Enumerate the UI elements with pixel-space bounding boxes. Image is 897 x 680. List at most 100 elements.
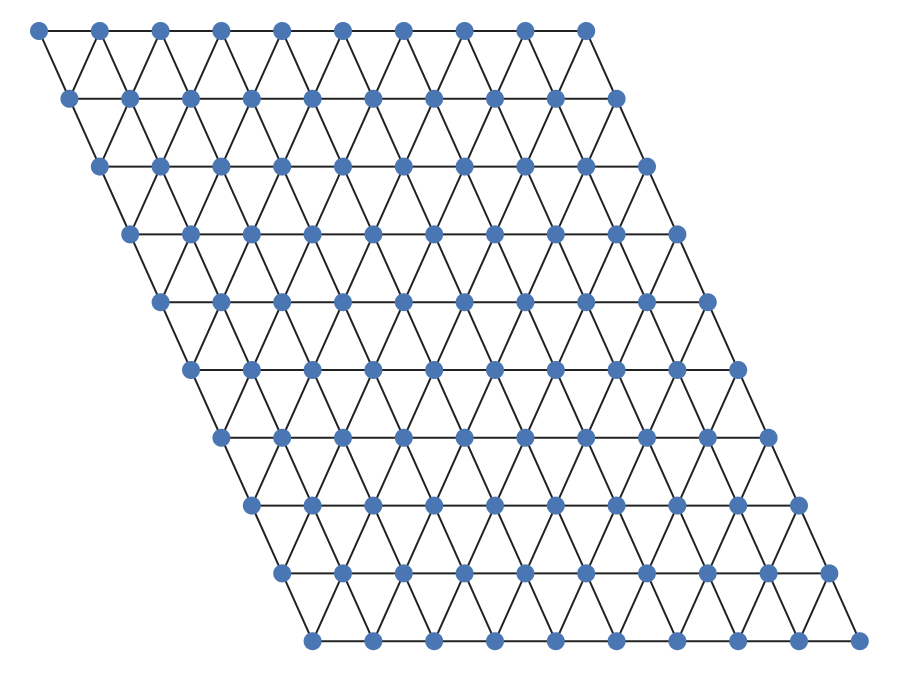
graph-node [668, 496, 687, 515]
graph-node [486, 225, 504, 244]
graph-node [516, 293, 535, 312]
graph-node [698, 293, 717, 312]
edge-diagonal-right [159, 301, 192, 371]
edge-diagonal-left [281, 504, 314, 575]
graph-node [486, 361, 504, 379]
edge-diagonal-left [433, 301, 466, 371]
edge-diagonal-left [494, 572, 527, 643]
edge-diagonal-left [250, 301, 284, 371]
graph-node [394, 157, 413, 176]
graph-node [303, 89, 322, 108]
graph-node [90, 157, 109, 176]
edge-diagonal-right [281, 165, 314, 236]
edge-diagonal-left [463, 97, 496, 168]
edge-diagonal-right [646, 436, 679, 507]
edge-diagonal-right [372, 369, 405, 439]
edge-diagonal-right [828, 572, 861, 643]
edge-diagonal-right [129, 233, 162, 304]
graph-node [790, 632, 808, 651]
edge-diagonal-right [463, 301, 496, 371]
edge-diagonal-left [402, 233, 436, 304]
edge-diagonal-left [524, 369, 557, 439]
edge-diagonal-right [615, 233, 648, 304]
edge-diagonal-left [372, 165, 405, 236]
edge-diagonal-right [159, 30, 192, 100]
edge-diagonal-left [311, 572, 344, 643]
graph-node [151, 157, 170, 176]
edge-diagonal-left [494, 301, 527, 371]
edge-diagonal-left [554, 436, 588, 507]
graph-node [273, 564, 292, 583]
edge-diagonal-left [615, 165, 648, 236]
edge-diagonal-left [676, 436, 709, 507]
edge-diagonal-left [372, 30, 405, 100]
edge-diagonal-right [190, 369, 223, 439]
graph-node [729, 496, 748, 515]
graph-node [425, 225, 444, 244]
graph-node [334, 157, 352, 176]
graph-node [638, 564, 656, 583]
edge-diagonal-left [372, 301, 405, 371]
edge-diagonal-left [311, 30, 344, 100]
edge-diagonal-left [129, 30, 162, 100]
edge-diagonal-right [494, 369, 527, 439]
edge-diagonal-right [98, 30, 132, 100]
edge-diagonal-left [463, 504, 496, 575]
graph-node [850, 632, 869, 651]
graph-node [242, 496, 261, 515]
edge-diagonal-left [585, 369, 618, 439]
graph-node [182, 89, 200, 108]
edge-diagonal-right [250, 97, 284, 168]
edge-diagonal-right [281, 572, 314, 643]
edge-diagonal-right [402, 30, 436, 100]
graph-node [455, 564, 474, 583]
edge-diagonal-right [402, 572, 436, 643]
edge-diagonal-right [159, 165, 192, 236]
edge-diagonal-right [402, 301, 436, 371]
nodes-layer [30, 22, 869, 651]
edge-diagonal-right [706, 572, 740, 643]
edge-diagonal-left [433, 30, 466, 100]
graph-node [364, 225, 383, 244]
edge-diagonal-right [68, 97, 101, 168]
edge-diagonal-right [311, 504, 344, 575]
edges-layer [38, 30, 861, 643]
edge-diagonal-right [402, 165, 436, 236]
edge-diagonal-left [342, 369, 375, 439]
edge-diagonal-left [220, 97, 253, 168]
edge-diagonal-right [281, 301, 314, 371]
edge-diagonal-left [494, 165, 527, 236]
edge-diagonal-right [372, 504, 405, 575]
graph-node [698, 564, 717, 583]
edge-diagonal-right [524, 165, 557, 236]
graph-node [151, 293, 170, 312]
edge-diagonal-left [159, 233, 192, 304]
edge-diagonal-right [311, 369, 344, 439]
edge-diagonal-right [554, 233, 588, 304]
graph-node [182, 225, 200, 244]
edge-diagonal-left [554, 301, 588, 371]
edge-diagonal-right [463, 165, 496, 236]
edge-diagonal-right [220, 30, 253, 100]
graph-node [577, 293, 596, 312]
edge-diagonal-left [281, 233, 314, 304]
graph-node [607, 361, 626, 379]
edge-diagonal-left [402, 504, 436, 575]
edge-diagonal-right [554, 504, 588, 575]
edge-diagonal-right [190, 97, 223, 168]
edge-diagonal-left [646, 504, 679, 575]
edge-diagonal-right [676, 504, 709, 575]
graph-node [577, 428, 596, 447]
edge-diagonal-right [646, 572, 679, 643]
edge-diagonal-left [706, 504, 740, 575]
graph-node [607, 632, 626, 651]
graph-node [790, 496, 808, 515]
edge-diagonal-right [220, 165, 253, 236]
edge-diagonal-right [554, 97, 588, 168]
edge-diagonal-right [98, 165, 132, 236]
edge-diagonal-right [220, 436, 253, 507]
edge-diagonal-left [706, 369, 740, 439]
graph-node [455, 157, 474, 176]
edge-diagonal-right [433, 97, 466, 168]
edge-diagonal-right [737, 504, 770, 575]
